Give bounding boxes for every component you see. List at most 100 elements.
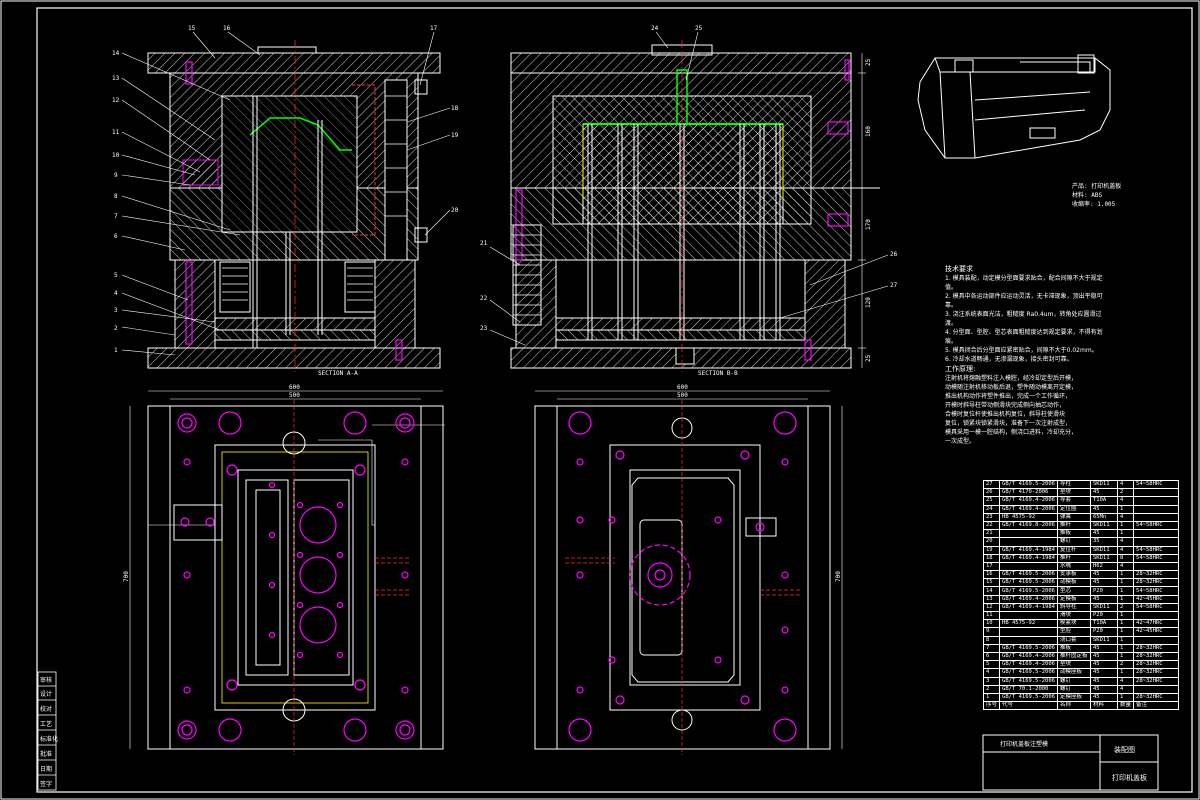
bom-cell: 28~32HRC — [1133, 676, 1180, 686]
tech-req-line: 5. 模具闭合后分型面应紧密贴合，间隙不大于0.02mm。 — [945, 347, 1098, 354]
svg-text:26: 26 — [890, 251, 898, 258]
bom-cell: 1 — [1116, 594, 1135, 604]
svg-text:8: 8 — [114, 193, 118, 200]
bom-cell: 1 — [1116, 570, 1135, 580]
svg-text:23: 23 — [480, 325, 488, 332]
section-a-title: SECTION A-A — [318, 370, 358, 377]
bom-cell — [1133, 504, 1180, 514]
plan-view-fixed-half — [534, 390, 843, 755]
svg-text:700: 700 — [123, 571, 130, 582]
bom-cell: 导柱 — [1057, 479, 1091, 490]
bom-cell: 1 — [1116, 504, 1135, 514]
bom-cell — [1133, 512, 1180, 522]
bom-cell: 54~58HRC — [1133, 553, 1180, 563]
tech-req-line: 4. 分型面、型腔、型芯表面粗糙度达到规定要求，不得有划痕。 — [945, 329, 1103, 345]
bom-cell: GB/T 4169.5-2006 — [999, 668, 1058, 678]
bom-cell: 18 — [982, 553, 1001, 563]
leaders-b — [489, 31, 889, 346]
bom-cell: 垫块 — [1057, 488, 1091, 498]
bom-cell: 1 — [1116, 635, 1135, 645]
svg-text:21: 21 — [480, 240, 488, 247]
bom-cell: 螺钉 — [1057, 684, 1091, 694]
part-name: 打印机盖板 — [1112, 773, 1147, 782]
work-principle-line: 复位，锁紧块锁紧滑块，准备下一次注射成型， — [945, 420, 1072, 427]
title-mid-label: 打印机盖板注塑模 — [1000, 740, 1048, 748]
svg-text:3: 3 — [114, 307, 118, 314]
bom-cell: SKD11 — [1090, 602, 1118, 613]
bom-cell: 28~32HRC — [1133, 570, 1180, 580]
bom-cell: 17 — [982, 561, 1001, 572]
bom-cell: 7 — [982, 643, 1001, 653]
bom-cell: 28~32HRC — [1133, 643, 1180, 653]
bom-cell: 28~32HRC — [1133, 692, 1180, 703]
bom-cell: GB/T 4169.5-2006 — [999, 692, 1058, 703]
svg-text:17: 17 — [430, 25, 438, 32]
bom-cell: HB 4575-92 — [999, 619, 1058, 629]
bom-cell: GB/T 4169.4-1984 — [999, 602, 1058, 613]
bom-cell: 浇口套 — [1057, 635, 1091, 645]
svg-text:6: 6 — [114, 233, 118, 240]
plan-view-moving-half — [129, 390, 445, 755]
tech-req-line: 2. 模具中各运动部件应运动灵活，无卡滞现象，顶出平稳可靠。 — [945, 293, 1103, 309]
bom-cell: 动模板 — [1057, 578, 1091, 588]
bom-cell: 28~32HRC — [1133, 668, 1180, 678]
title-block — [982, 734, 1159, 791]
svg-text:120: 120 — [865, 297, 872, 308]
svg-text:12: 12 — [112, 97, 120, 104]
bom-cell: 13 — [982, 594, 1001, 604]
bom-cell: 4 — [1116, 676, 1135, 686]
svg-text:材料: ABS: 材料: ABS — [1072, 191, 1102, 199]
drawing-border-inner — [36, 7, 1193, 793]
bom-cell: 材料 — [1090, 701, 1118, 711]
bom-cell: 45 — [1090, 570, 1118, 580]
bom-cell: 推杆 — [1057, 520, 1091, 531]
bom-cell: 45 — [1090, 504, 1118, 514]
bom-cell: 2 — [1116, 602, 1135, 613]
bom-cell: 54~58HRC — [1133, 520, 1180, 531]
tech-req-title: 技术要求 — [945, 265, 973, 273]
svg-text:25: 25 — [865, 354, 872, 362]
bom-cell: 45 — [1090, 684, 1118, 694]
bom-cell: 1 — [1116, 643, 1135, 653]
bom-cell: 1 — [1116, 692, 1135, 703]
svg-text:24: 24 — [651, 25, 659, 32]
bom-cell: GB/T 4169.4-2006 — [999, 651, 1058, 662]
bom-cell: 45 — [1090, 668, 1118, 678]
bom-cell: SKD11 — [1090, 479, 1118, 490]
bom-cell — [999, 529, 1058, 539]
svg-text:11: 11 — [112, 129, 120, 136]
bom-cell — [999, 627, 1058, 637]
bom-cell: 24 — [982, 504, 1001, 514]
bom-cell: 12 — [982, 602, 1001, 613]
svg-text:签字: 签字 — [40, 780, 52, 788]
bom-cell: GB/T 70.1-2000 — [999, 684, 1058, 694]
plan-right-dims: 600 500 700 — [677, 384, 842, 582]
bom-cell: 45 — [1090, 578, 1118, 588]
svg-text:10: 10 — [112, 152, 120, 159]
svg-text:22: 22 — [480, 295, 488, 302]
svg-text:25: 25 — [865, 58, 872, 66]
bom-cell: 65Mn — [1090, 512, 1118, 522]
bom-cell: GB/T 4169.4-1984 — [999, 553, 1058, 563]
bom-cell: 10 — [982, 619, 1001, 629]
svg-text:4: 4 — [114, 290, 118, 297]
bom-cell: 1 — [1116, 668, 1135, 678]
bom-cell: 复位杆 — [1057, 545, 1091, 555]
bom-header-row: 序号代号名称材料数量备注 — [982, 701, 1180, 711]
svg-text:2: 2 — [114, 325, 118, 332]
bom-cell: SKD11 — [1090, 635, 1118, 645]
bom-cell: H62 — [1090, 561, 1118, 572]
bom-cell: 4 — [982, 668, 1001, 678]
svg-text:收缩率: 1.005: 收缩率: 1.005 — [1072, 200, 1116, 208]
bom-cell: GB/T 4169.4-1984 — [999, 545, 1058, 555]
svg-text:600: 600 — [677, 384, 688, 391]
bom-cell: 1 — [1116, 610, 1135, 621]
